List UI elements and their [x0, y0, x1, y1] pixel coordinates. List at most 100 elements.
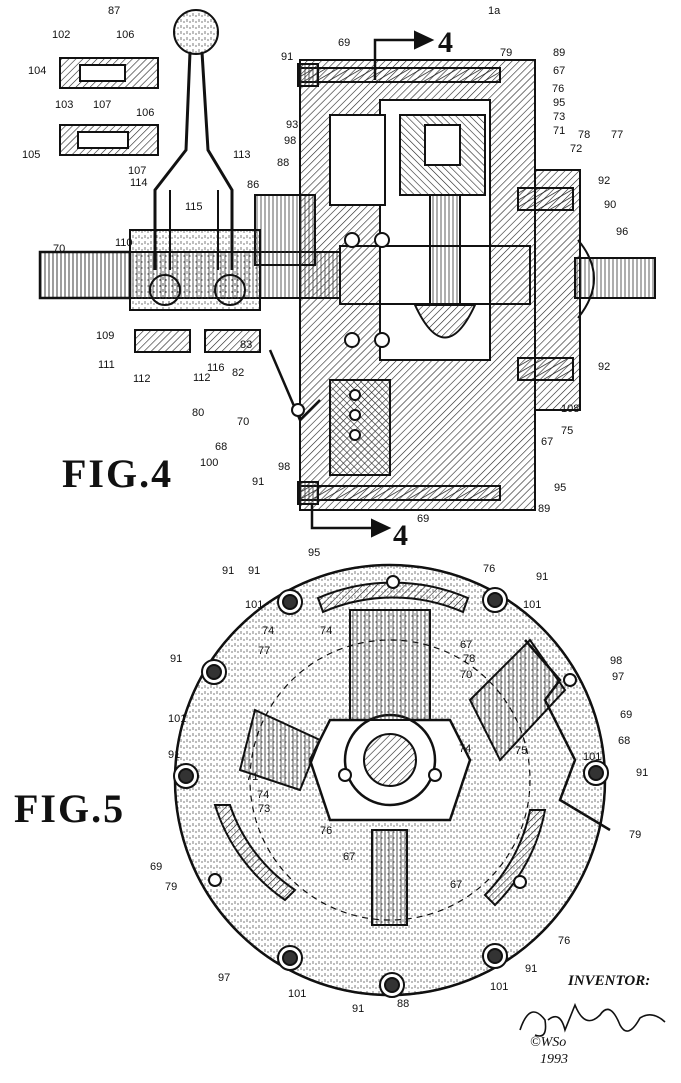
fig4-ref-label: 106	[116, 29, 134, 41]
fig4-ref-label: 110	[115, 237, 133, 249]
fig4-ref-label: 104	[28, 65, 46, 77]
fig4-ref-label: 79	[500, 47, 512, 59]
inventor-signature	[519, 1002, 666, 1037]
lever-pivot-left	[149, 274, 181, 306]
bolt-upper	[517, 187, 574, 211]
fig5-ref-label: 97	[612, 671, 624, 683]
bolt-holes	[173, 575, 609, 998]
arc-segment-top	[316, 581, 470, 614]
fig4-ref-label: 75	[561, 425, 573, 437]
fig4-ref-label: 92	[598, 361, 610, 373]
fig4-ref-label: 105	[22, 149, 40, 161]
fig4-ref-label: 98	[278, 461, 290, 473]
fig5-ref-label: 78	[463, 653, 475, 665]
fig5-ref-label: 73	[258, 803, 270, 815]
fig4-ref-label: 100	[200, 457, 218, 469]
fig5-ref-label: 91	[536, 571, 548, 583]
tie-rod-lower	[299, 485, 501, 501]
fig5-ref-label: 91	[248, 565, 260, 577]
fig4-ref-label: 102	[52, 29, 70, 41]
shift-lever	[153, 51, 234, 270]
fig5-ref-label: 95	[308, 547, 320, 559]
fig5-ref-label: 91	[222, 565, 234, 577]
fig4-ref-label: 73	[553, 111, 565, 123]
detent-link	[268, 349, 321, 423]
fig4-ref-label: 111	[98, 359, 115, 371]
arm-right	[468, 638, 567, 762]
upper-pocket	[329, 114, 386, 206]
fig5-ref-label: 79	[165, 881, 177, 893]
fig4-ref-label: 114	[130, 177, 148, 189]
fig5-ref-label: 76	[558, 935, 570, 947]
break-line	[524, 639, 611, 832]
fig4-ref-label: 93	[286, 119, 298, 131]
fig5-ref-label: 88	[397, 998, 409, 1010]
bearing-ball	[344, 232, 360, 248]
fig5-ref-label: 91	[525, 963, 537, 975]
fig4-ref-label: 69	[417, 513, 429, 525]
fig5-ref-label: 74	[459, 743, 471, 755]
fig4-ref-label: 80	[192, 407, 204, 419]
section-mark-top: 4	[438, 26, 453, 59]
fig4-ref-label: 68	[215, 441, 227, 453]
fig4-ref-label: 112	[193, 372, 211, 384]
fig4-ref-label: 89	[553, 47, 565, 59]
fig4-ref-label: 103	[55, 99, 73, 111]
fig4-ref-label: 107	[128, 165, 146, 177]
fig5-ref-label: 76	[320, 825, 332, 837]
fig5-ref-label: 76	[483, 563, 495, 575]
fig4-ref-label: 72	[570, 143, 582, 155]
fig4-ref-label: 77	[611, 129, 623, 141]
fig4-ref-label: 95	[553, 97, 565, 109]
fig4-ref-label: 76	[552, 83, 564, 95]
fig4-ref-label: 98	[284, 135, 296, 147]
piston-rod	[429, 194, 461, 306]
arc-segment-left	[213, 804, 297, 902]
fig5-title: FIG.5	[14, 786, 126, 831]
fig5-ref-label: 101	[245, 599, 263, 611]
hidden-circle	[249, 639, 531, 921]
piston-cup	[413, 304, 477, 339]
fig4-ref-label: 1a	[488, 5, 501, 17]
fig4-ref-label: 108	[561, 403, 579, 415]
fig4-ref-label: 91	[252, 476, 264, 488]
bearing-ball	[374, 232, 390, 248]
fig5-ref-label: 91	[352, 1003, 364, 1015]
arc-segment-right	[483, 809, 547, 907]
fig4-title: FIG.4	[62, 451, 174, 496]
fig4-ref-label: 95	[554, 482, 566, 494]
fig5-ref-label: 70	[460, 669, 472, 681]
arm-left	[238, 708, 322, 792]
fig4-drawing	[38, 9, 656, 538]
fig4-ref-label: 90	[604, 199, 616, 211]
fig5-ref-label: 69	[150, 861, 162, 873]
fig4-ref-label: 67	[541, 436, 553, 448]
fig5-ref-label: 91	[170, 653, 182, 665]
fig5-ref-label: 67	[343, 851, 355, 863]
inventor-label: INVENTOR:	[568, 973, 651, 989]
fig5-ref-label: 67	[460, 639, 472, 651]
arm-bottom	[371, 829, 408, 926]
hub-shaft	[363, 733, 417, 787]
fig4-ref-label: 83	[240, 339, 252, 351]
fig5-ref-label: 101	[583, 751, 601, 763]
fig4-ref-label: 112	[133, 373, 151, 385]
fig4-ref-label: 106	[136, 107, 154, 119]
fig5-ref-label: 98	[610, 655, 622, 667]
fig4-ref-label: 70	[237, 416, 249, 428]
fig4-ref-label: 115	[185, 201, 203, 213]
fig4-ref-label: 70	[53, 243, 65, 255]
fig4-ref-label: 71	[553, 125, 565, 137]
arm-top	[349, 609, 431, 721]
fig5-ref-label: 74	[262, 625, 274, 637]
copyright-year: 1993	[540, 1052, 568, 1067]
fig4-ref-label: 78	[578, 129, 590, 141]
lever-pivot-right	[214, 274, 246, 306]
shift-collar	[254, 194, 316, 266]
fig5-ref-label: 69	[620, 709, 632, 721]
fig4-ref-label: 96	[616, 226, 628, 238]
